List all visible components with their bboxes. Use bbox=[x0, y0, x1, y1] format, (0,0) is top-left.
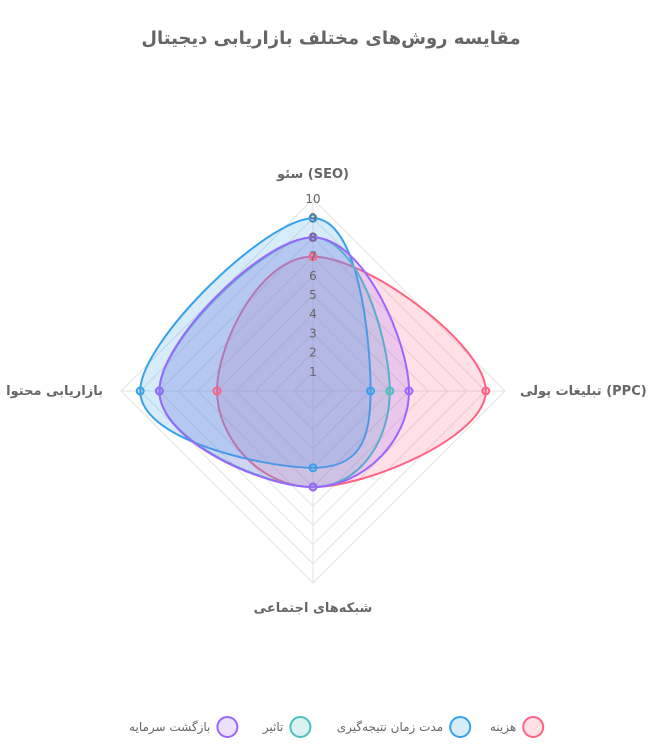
tick-label: 2 bbox=[309, 346, 317, 360]
tick-label: 6 bbox=[309, 269, 317, 283]
series-point-0-0[interactable] bbox=[308, 252, 318, 262]
tick-label: 7 bbox=[309, 250, 317, 264]
series-area-3 bbox=[158, 236, 411, 489]
axis-label-seo: سئو (SEO) bbox=[276, 167, 349, 182]
series-point-3-0[interactable] bbox=[308, 232, 318, 242]
series-point-3-1[interactable] bbox=[404, 386, 414, 396]
legend-label-2[interactable]: تاثیر bbox=[262, 720, 284, 735]
legend-marker-1[interactable] bbox=[449, 716, 472, 738]
legend-label-0[interactable]: هزینه bbox=[490, 720, 516, 735]
chart-title: مقایسه روش‌های مختلف بازاریابی دیجیتال bbox=[141, 28, 520, 49]
series-point-1-3[interactable] bbox=[135, 386, 145, 396]
chart-legend: هزینه مدت زمان نتیجه‌گیری تاثیر بازگشت سرما… bbox=[129, 716, 545, 738]
series-point-0-1[interactable] bbox=[481, 386, 491, 396]
tick-label: 1 bbox=[309, 365, 317, 379]
legend-marker-0[interactable] bbox=[522, 716, 545, 738]
tick-label: 10 bbox=[305, 192, 320, 206]
series-point-2-1[interactable] bbox=[385, 386, 395, 396]
series-point-3-2[interactable] bbox=[308, 482, 318, 492]
series-area-1 bbox=[139, 217, 372, 469]
radar-ticks: 1 2 3 4 5 6 7 8 9 10 bbox=[305, 192, 320, 379]
axis-label-content: بازاریابی محتوا bbox=[6, 384, 103, 399]
series-point-3-3[interactable] bbox=[154, 386, 164, 396]
series-point-1-1[interactable] bbox=[366, 386, 376, 396]
radar-series bbox=[135, 213, 491, 492]
axis-label-social: شبکه‌های اجتماعی bbox=[254, 601, 373, 616]
axis-label-ppc: تبلیغات پولی (PPC) bbox=[520, 384, 647, 399]
tick-label: 8 bbox=[309, 230, 317, 244]
tick-label: 5 bbox=[309, 288, 317, 302]
legend-marker-2[interactable] bbox=[289, 716, 312, 738]
series-point-1-2[interactable] bbox=[308, 463, 318, 473]
tick-label: 4 bbox=[309, 307, 317, 321]
series-point-0-3[interactable] bbox=[212, 386, 222, 396]
legend-marker-3[interactable] bbox=[216, 716, 239, 738]
legend-label-1[interactable]: مدت زمان نتیجه‌گیری bbox=[337, 720, 443, 735]
tick-label: 3 bbox=[309, 326, 317, 340]
legend-label-3[interactable]: بازگشت سرمایه bbox=[129, 720, 210, 735]
series-point-1-0[interactable] bbox=[308, 213, 318, 223]
tick-label: 9 bbox=[309, 211, 317, 225]
